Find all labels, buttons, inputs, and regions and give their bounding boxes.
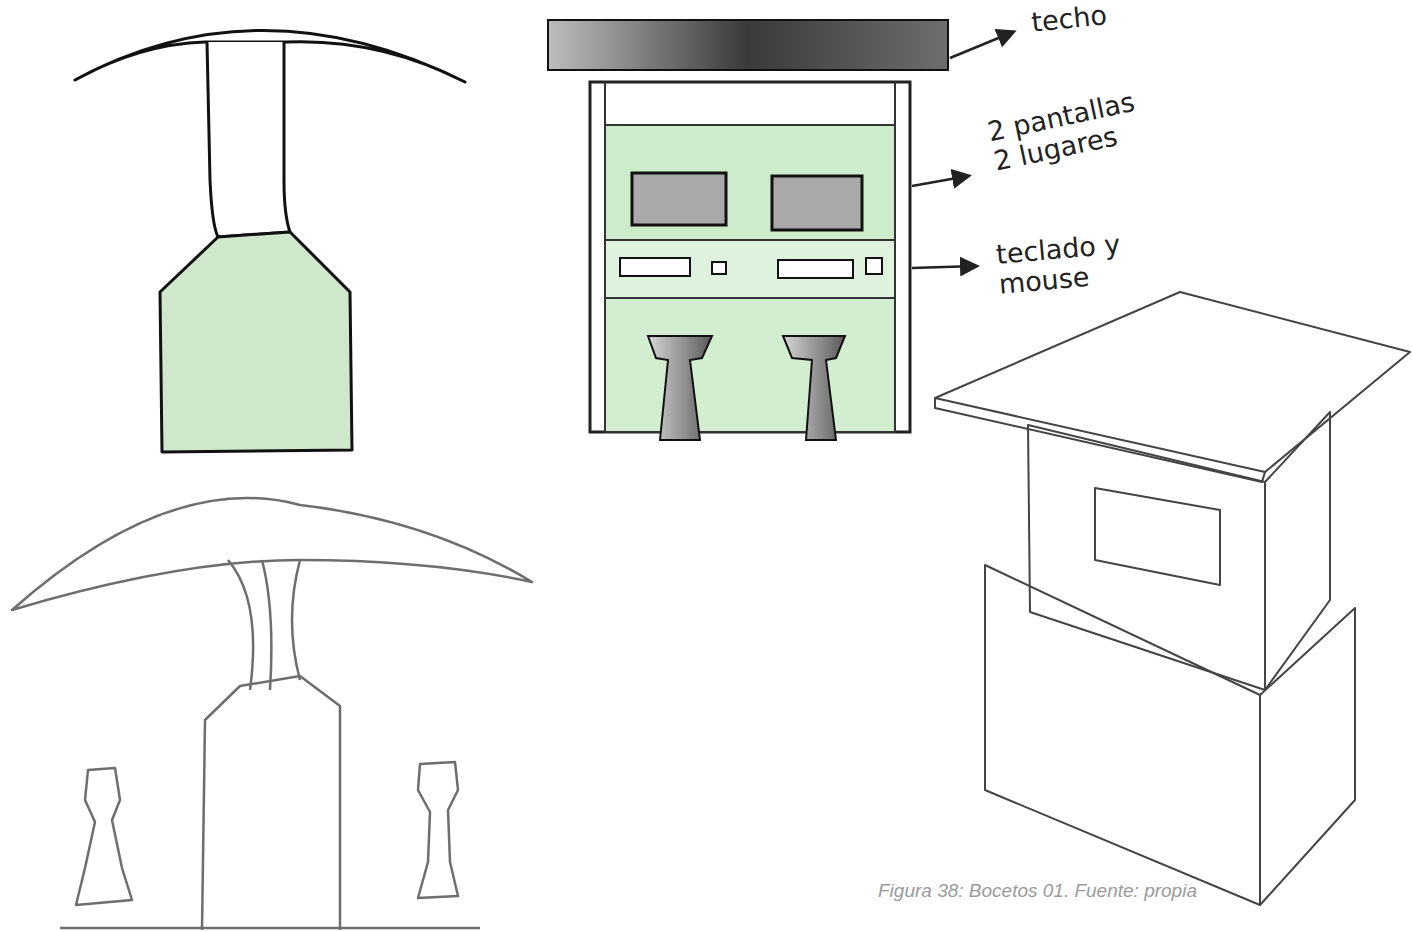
mushroom-kiosk-front: [75, 30, 465, 452]
kiosk-body: [160, 232, 352, 452]
canopy-sketch: [12, 498, 532, 610]
annotation-label: techo: [1030, 0, 1192, 38]
screen: [632, 173, 726, 225]
leader-arrow: [912, 266, 976, 268]
stool-sketch: [418, 762, 458, 898]
stool: [783, 336, 845, 440]
kiosk-stem: [207, 42, 290, 237]
leader-arrow: [912, 176, 968, 186]
stem-sketch: [228, 560, 300, 690]
screen-panel: [605, 125, 895, 240]
annotation-label: 2 pantallas 2 lugares: [985, 82, 1169, 177]
screen-sketch: [1095, 488, 1220, 585]
pencil-sketch-mushroom: [12, 498, 532, 930]
frame-post: [894, 82, 896, 432]
lower-panel: [605, 298, 895, 432]
figure-caption: Figura 38: Bocetos 01. Fuente: propia: [878, 880, 1197, 902]
kiosk-front-elevation: [548, 20, 1013, 440]
upper-side: [1265, 412, 1330, 690]
frame: [590, 82, 910, 432]
keyboard: [620, 258, 690, 276]
annotation-label: teclado y mouse: [995, 225, 1175, 300]
lower-block: [985, 565, 1260, 905]
roof-sketch: [935, 292, 1410, 472]
leader-arrow: [950, 32, 1013, 58]
screen: [772, 176, 862, 230]
body-sketch: [202, 676, 340, 930]
perspective-kiosk: [935, 292, 1410, 905]
keyboard: [778, 260, 853, 278]
stool-sketch: [76, 768, 132, 905]
stool: [648, 336, 712, 440]
upper-block: [1028, 425, 1265, 690]
ground-line: [60, 927, 480, 930]
lower-side: [1260, 608, 1355, 905]
mouse: [866, 258, 882, 274]
frame-post: [604, 82, 606, 432]
desk-band: [605, 240, 895, 298]
mouse: [712, 262, 726, 274]
roof: [548, 20, 948, 70]
